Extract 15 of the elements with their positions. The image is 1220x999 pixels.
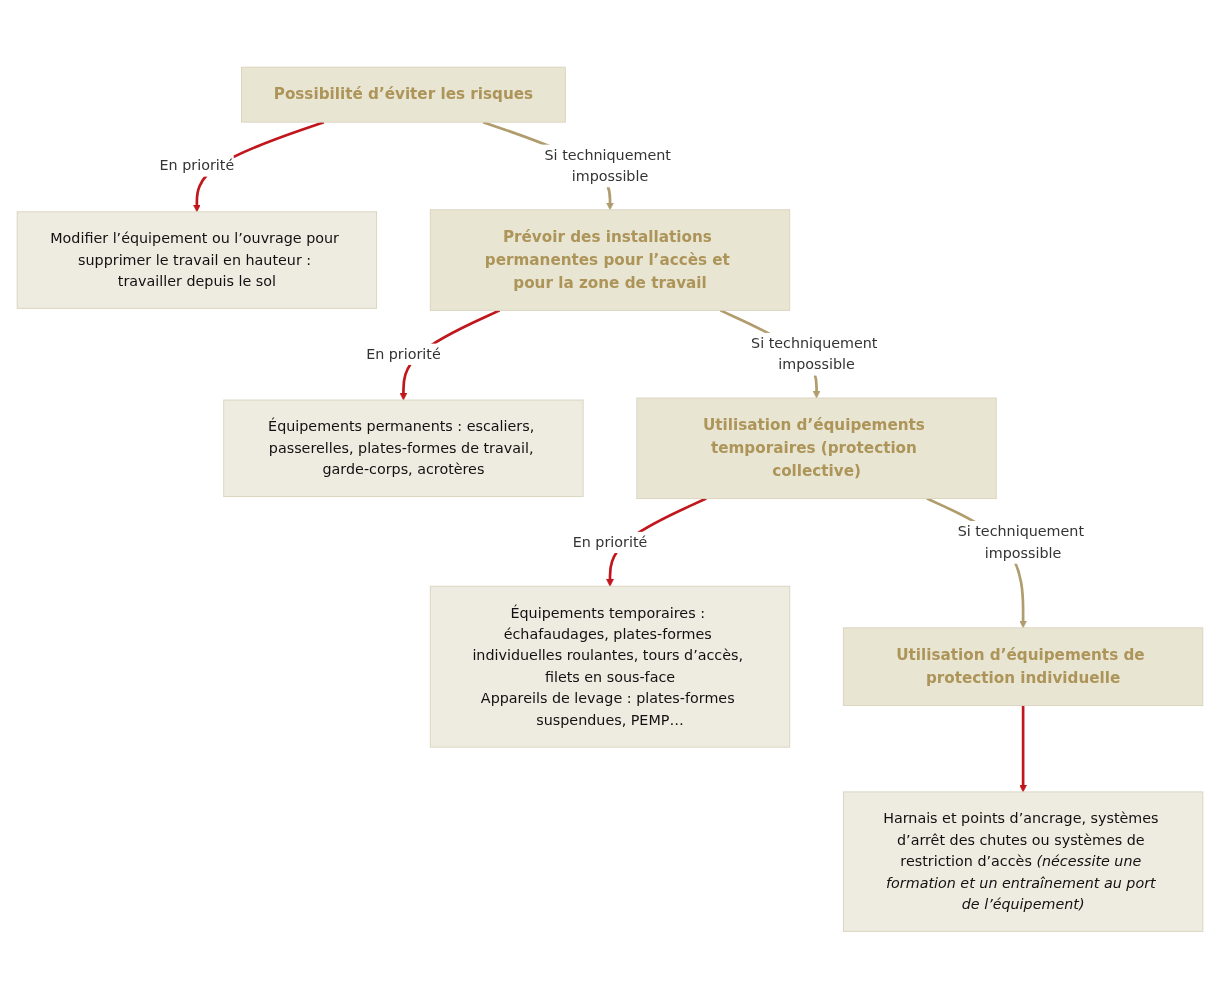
node-box: Harnais et points d’ancrage, systèmes d’arrêt des chutes ou systèmes de restriction d’accès (nécessite une formation et un entraînement au port de l’équipement) [842,791,1204,933]
node-box: Équipements temporaires : échafaudages, plates-formes individuelles roulantes, tours d’accès, filets en sous-face Appareils de levage : plates-formes suspendues, PEMP… [429,586,791,748]
edge-label: Si techniquement impossible [957,522,1085,562]
node-box: Équipements permanents : escaliers, passerelles, plates-formes de travail, garde-corps, acrotères [223,399,584,498]
edge-label: En priorité [159,157,235,175]
arrow [1019,705,1028,793]
node-box: Utilisation d’équipements temporaires (protection collective) [636,397,997,500]
node-box: Modifier l’équipement ou l’ouvrage pour supprimer le travail en hauteur : travailler depuis le sol [16,211,378,310]
node-box: Utilisation d’équipements de protection individuelle [842,627,1204,707]
edge-label: En priorité [366,345,441,363]
edge-label: Si techniquement impossible [544,146,671,185]
node-box: Prévoir des installations permanentes pour l’accès et pour la zone de travail [429,209,791,312]
edge-label: En priorité [572,533,648,551]
node-box: Possibilité d’éviter les risques [241,66,566,123]
edge-label: Si techniquement impossible [751,334,878,374]
